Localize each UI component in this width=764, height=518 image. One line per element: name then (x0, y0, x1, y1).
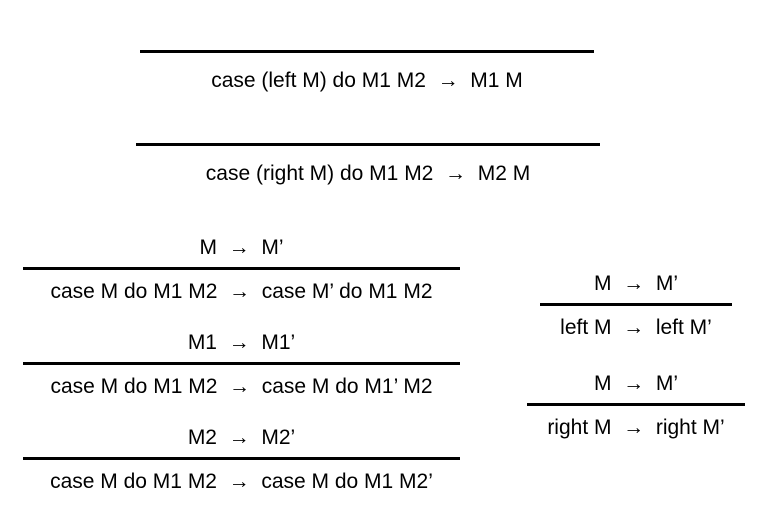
inference-line (540, 303, 732, 306)
rule-right-congruence: M → M’ right M → right M’ (527, 371, 745, 441)
inference-line (136, 143, 600, 146)
rule-conclusion: right M → right M’ (547, 416, 725, 439)
inference-line (140, 50, 594, 53)
rule-conclusion: case M do M1 M2 → case M do M1’ M2 (50, 375, 433, 398)
rule-conclusion: case (right M) do M1 M2 → M2 M (205, 162, 531, 185)
rule-premise: M1 → M1’ (187, 331, 296, 354)
rule-case-branch1-congruence: M1 → M1’ case M do M1 M2 → case M do M1’… (23, 330, 460, 400)
rule-premise: M → M’ (594, 372, 678, 395)
rule-premise: M → M’ (594, 272, 678, 295)
rule-conclusion: case M do M1 M2 → case M’ do M1 M2 (50, 280, 433, 303)
inference-line (527, 403, 745, 406)
rule-left-congruence: M → M’ left M → left M’ (540, 271, 732, 341)
inference-line (23, 457, 460, 460)
rule-case-left-reduction: case (left M) do M1 M2 → M1 M (140, 50, 594, 94)
rule-case-branch2-congruence: M2 → M2’ case M do M1 M2 → case M do M1 … (23, 425, 460, 495)
rule-conclusion: case (left M) do M1 M2 → M1 M (211, 69, 523, 92)
rule-case-right-reduction: case (right M) do M1 M2 → M2 M (136, 143, 600, 187)
rule-premise: M2 → M2’ (187, 426, 296, 449)
inference-line (23, 267, 460, 270)
rule-conclusion: left M → left M’ (560, 316, 712, 339)
rule-premise: M → M’ (199, 236, 284, 259)
inference-line (23, 362, 460, 365)
rule-conclusion: case M do M1 M2 → case M do M1 M2’ (50, 470, 433, 493)
rule-case-scrutinee-congruence: M → M’ case M do M1 M2 → case M’ do M1 M… (23, 235, 460, 305)
